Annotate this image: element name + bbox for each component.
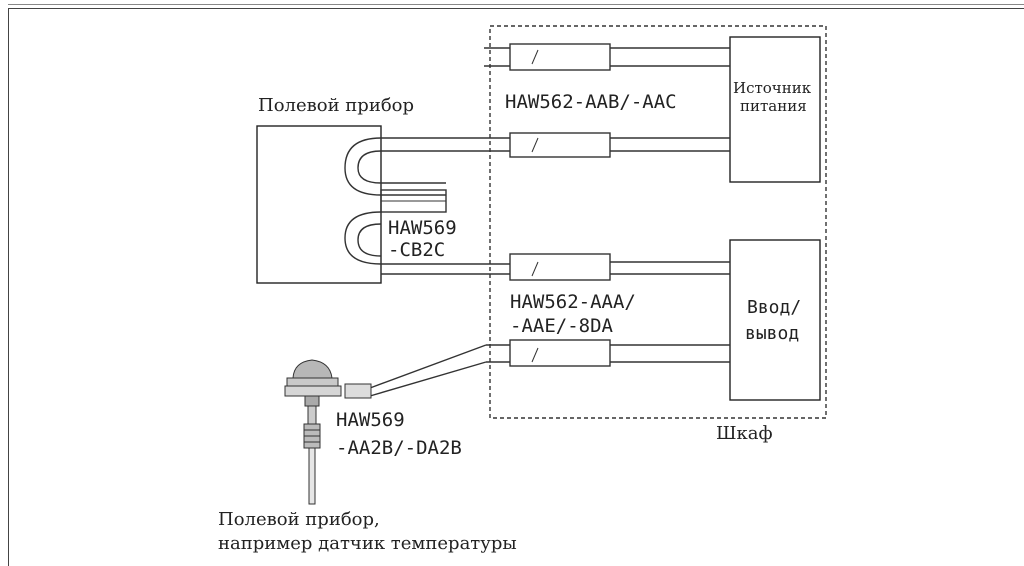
cable-sensor-label-line2: -AA2B/-DA2B — [336, 437, 462, 459]
connector-mid — [509, 132, 611, 158]
io-label-line1: Ввод/ — [747, 297, 802, 318]
power-supply-box — [729, 36, 821, 183]
frame-left-border — [8, 8, 9, 566]
cable-loop-upper — [344, 137, 510, 196]
power-supply-label-line1: Источник — [733, 79, 812, 97]
field-device-label: Полевой прибор — [258, 95, 415, 116]
cabinet-boundary — [489, 25, 827, 419]
cable-top-label: HAW562-AAB/-AAC — [505, 91, 677, 114]
temperature-sensor-illustration — [284, 359, 372, 505]
cable-mid-label-line1: HAW569 — [388, 217, 457, 240]
io-box — [729, 239, 821, 401]
cable-mid-label-line2: -CB2C — [388, 239, 446, 262]
cable-bottom-label-line2: -AAE/-8DA — [510, 315, 613, 338]
frame-top-border — [8, 8, 1024, 9]
connector-lower — [509, 253, 611, 281]
io-label-line2: вывод — [745, 323, 800, 344]
connector-sensor — [509, 339, 611, 367]
cabinet-label: Шкаф — [716, 423, 773, 444]
frame-top-border-outer — [8, 4, 1024, 5]
power-supply-label-line2: питания — [740, 97, 807, 115]
connector-top — [509, 43, 611, 71]
cable-bottom-label-line1: HAW562-AAA/ — [510, 291, 636, 314]
sensor-caption-line1: Полевой прибор, — [218, 509, 380, 530]
field-device-box — [256, 125, 382, 284]
sensor-caption-line2: например датчик температуры — [218, 533, 517, 554]
cable-sensor-label-line1: HAW569 — [336, 409, 405, 431]
cable-loop-lower — [344, 211, 510, 265]
